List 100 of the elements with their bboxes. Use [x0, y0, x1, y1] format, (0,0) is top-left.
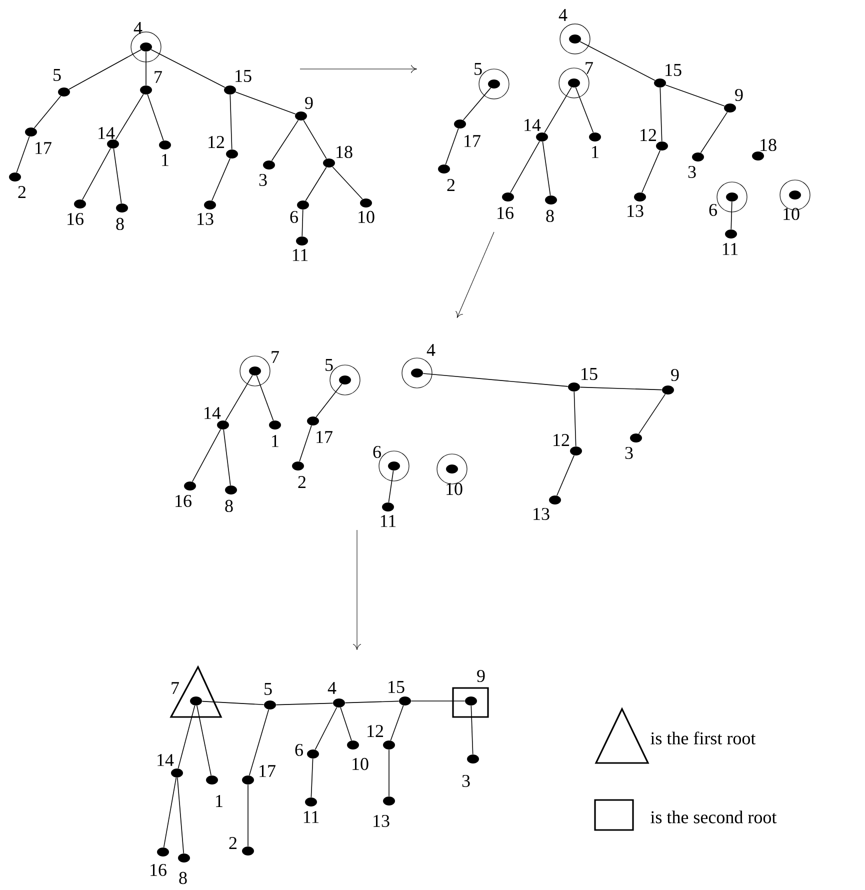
tree-edge — [212, 158, 230, 201]
tree-edge — [248, 709, 270, 776]
node-number: 16 — [68, 212, 84, 226]
node-number: 17 — [316, 431, 332, 443]
tree-edge — [68, 49, 142, 90]
node-number: 14 — [524, 119, 541, 131]
tree-edge — [340, 707, 352, 741]
node-number: 4 — [134, 22, 142, 34]
tree-edge — [16, 136, 30, 173]
tree-edge — [163, 777, 177, 848]
node-number: 3 — [625, 446, 633, 460]
node-number: 12 — [554, 434, 570, 446]
tree-edge — [302, 209, 304, 237]
tree-edge — [390, 705, 404, 741]
tree-edge — [660, 87, 662, 142]
node-number: 9 — [477, 670, 485, 682]
node-number: 10 — [446, 482, 462, 496]
node-number: 2 — [447, 179, 455, 191]
node-number: 10 — [352, 758, 368, 770]
tree-edge — [299, 425, 312, 462]
node-number: 2 — [229, 837, 237, 849]
node-number: 7 — [154, 71, 162, 83]
node-number: 12 — [368, 725, 384, 737]
node-number: 14 — [204, 407, 221, 419]
tree-edge — [196, 705, 212, 776]
node-number: 4 — [558, 9, 568, 21]
tree-edge — [642, 150, 660, 193]
tree-edge — [665, 84, 725, 106]
node-number: 8 — [546, 210, 554, 222]
node-number: 15 — [236, 70, 252, 82]
node-number: 8 — [225, 500, 233, 512]
tree-edge — [276, 702, 334, 706]
node-number: 17 — [36, 142, 52, 154]
tree-edge — [700, 112, 728, 154]
node-number: 13 — [628, 204, 644, 218]
node-number: 1 — [592, 146, 598, 158]
node-number: 8 — [116, 218, 124, 230]
legend-text: is the first root — [650, 732, 756, 744]
tree-edge — [225, 374, 253, 422]
node-number: 15 — [582, 368, 598, 380]
node-number: 7 — [586, 62, 593, 74]
tree-edge — [271, 120, 299, 162]
node-number: 2 — [298, 476, 306, 488]
node-number: 12 — [640, 129, 656, 141]
tree-edge — [574, 391, 576, 447]
node-number: 17 — [260, 765, 276, 777]
tree-edge — [410, 700, 466, 702]
tree-edge — [82, 148, 112, 200]
tree-edge — [542, 141, 551, 196]
tree-edge — [230, 94, 232, 150]
tree-edge — [235, 92, 296, 114]
node-number: 7 — [172, 682, 179, 694]
tree-edge — [115, 94, 144, 140]
tree-edge — [176, 777, 184, 854]
tree-edge — [544, 86, 572, 134]
node-number: 18 — [336, 146, 352, 158]
tree-edge — [310, 758, 314, 798]
tree-edge — [192, 428, 222, 482]
node-number: 12 — [208, 136, 224, 148]
node-number: 3 — [688, 166, 696, 178]
tree-edge — [580, 386, 662, 390]
node-number: 13 — [374, 814, 390, 828]
node-number: 1 — [272, 435, 278, 447]
tree-edge — [638, 394, 666, 434]
node-number: 9 — [735, 88, 743, 102]
node-number: 17 — [464, 135, 480, 147]
node-number: 16 — [498, 206, 514, 220]
tree-edge — [575, 87, 594, 133]
node-number: 11 — [292, 249, 308, 261]
node-number: 5 — [264, 683, 272, 695]
node-number: 15 — [666, 64, 682, 76]
node-number: 10 — [358, 210, 374, 224]
tree-edge — [178, 705, 196, 769]
node-number: 7 — [272, 351, 279, 363]
node-number: 5 — [54, 69, 61, 81]
node-number: 13 — [198, 212, 214, 226]
tree-edge — [223, 429, 231, 486]
tree-edge — [445, 128, 459, 165]
node-number: 15 — [388, 680, 404, 694]
tree-edge — [34, 96, 62, 128]
tree-edge — [344, 700, 400, 704]
node-number: 11 — [722, 243, 738, 255]
tree-edge — [147, 94, 164, 141]
node-number: 8 — [179, 872, 187, 884]
tree-edge — [305, 166, 327, 202]
tree-edge — [314, 706, 338, 750]
tree-edge — [388, 749, 390, 797]
node-number: 14 — [98, 127, 115, 139]
tree-edge — [202, 700, 264, 706]
node-number: 11 — [304, 811, 319, 823]
node-number: 4 — [328, 682, 336, 694]
node-number: 3 — [259, 174, 267, 186]
node-number: 6 — [373, 446, 381, 458]
node-number: 10 — [784, 208, 800, 220]
node-number: 5 — [474, 63, 482, 75]
node-number: 16 — [176, 494, 192, 508]
node-number: 6 — [709, 204, 717, 216]
node-number: 6 — [290, 210, 298, 224]
node-number: 5 — [326, 359, 333, 371]
node-number: 2 — [18, 186, 26, 198]
